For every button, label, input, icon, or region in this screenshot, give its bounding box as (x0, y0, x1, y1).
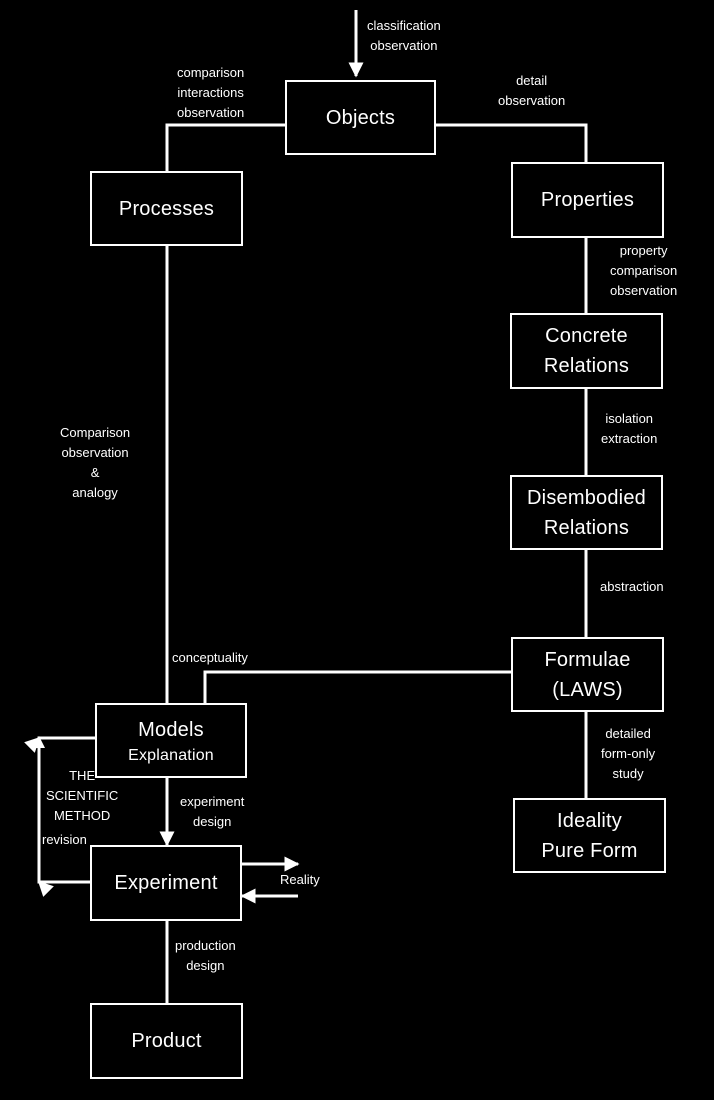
label-line: experiment (180, 794, 245, 809)
label-revision: revision (42, 830, 87, 850)
label-line: conceptuality (172, 650, 248, 665)
label-line: form-only (601, 746, 656, 761)
label-production-design: production design (175, 936, 236, 976)
edge-objects-processes (165, 123, 285, 172)
node-processes-label: Processes (118, 197, 215, 220)
edge-objects-properties (435, 123, 588, 163)
label-line: extraction (601, 431, 658, 446)
label-comparison-analogy: Comparison observation & analogy (60, 423, 130, 503)
node-properties-label: Properties (540, 189, 635, 211)
label-line: isolation (605, 411, 654, 426)
label-line: METHOD (53, 808, 111, 823)
edge-revision-loop (24, 736, 96, 897)
label-line: observation (370, 38, 438, 53)
label-line: observation (498, 93, 566, 108)
node-properties: Properties (511, 162, 664, 238)
label-line: production (175, 938, 236, 953)
label-comparison-interactions: comparison interactions observation (177, 63, 244, 123)
node-disembodied-line2: Relations (543, 516, 630, 539)
node-experiment: Experiment (90, 845, 242, 921)
node-experiment-label: Experiment (114, 872, 218, 894)
node-disembodied-relations: Disembodied Relations (510, 475, 663, 550)
node-ideality-line1: Ideality (557, 809, 622, 832)
label-scientific-method: THE SCIENTIFIC METHOD (46, 766, 118, 826)
label-line: comparison (177, 65, 245, 80)
label-detailed-form-only: detailed form-only study (601, 724, 655, 784)
label-abstraction: abstraction (600, 577, 664, 597)
node-models: Models Explanation (95, 703, 247, 778)
label-line: study (612, 766, 644, 781)
label-line: revision (42, 832, 87, 847)
label-isolation-extraction: isolation extraction (601, 409, 657, 449)
label-classification-observation: classification observation (367, 16, 441, 56)
node-formulae: Formulae (LAWS) (511, 637, 664, 712)
node-concrete-line1: Concrete (545, 325, 628, 347)
node-formulae-line2: (LAWS) (552, 678, 623, 701)
node-models-label: Models (138, 718, 204, 741)
label-line: Comparison (60, 425, 131, 440)
label-line: comparison (610, 263, 678, 278)
node-disembodied-line1: Disembodied (527, 486, 646, 509)
node-concrete-relations: Concrete Relations (510, 313, 663, 389)
label-line: detailed (605, 726, 651, 741)
label-property-comparison: property comparison observation (610, 241, 677, 301)
node-product-label: Product (131, 1030, 202, 1052)
label-line: & (90, 465, 100, 480)
label-line: property (619, 243, 668, 258)
label-line: Reality (280, 872, 320, 887)
node-objects: Objects (285, 80, 436, 155)
label-line: observation (177, 105, 245, 120)
node-processes: Processes (90, 171, 243, 246)
label-line: interactions (177, 85, 244, 100)
edge-formulae-models (203, 670, 512, 705)
revision-arrowhead (33, 736, 45, 748)
label-experiment-design: experiment design (180, 792, 244, 832)
label-reality: Reality (280, 870, 320, 890)
node-ideality-line2: Pure Form (541, 839, 638, 862)
label-line: SCIENTIFIC (46, 788, 119, 803)
label-line: observation (610, 283, 678, 298)
label-line: THE (69, 768, 96, 783)
label-line: analogy (72, 485, 118, 500)
node-objects-label: Objects (325, 106, 396, 129)
label-line: observation (61, 445, 129, 460)
node-models-sub: Explanation (128, 746, 214, 764)
node-concrete-line2: Relations (543, 355, 630, 377)
label-line: design (193, 814, 232, 829)
label-conceptuality: conceptuality (172, 648, 248, 668)
label-detail-observation: detail observation (498, 71, 565, 111)
node-formulae-line1: Formulae (544, 648, 631, 671)
label-line: abstraction (600, 579, 664, 594)
label-line: detail (516, 73, 548, 88)
label-line: classification (367, 18, 441, 33)
node-product: Product (90, 1003, 243, 1079)
node-ideality: Ideality Pure Form (513, 798, 666, 873)
label-line: design (186, 958, 225, 973)
